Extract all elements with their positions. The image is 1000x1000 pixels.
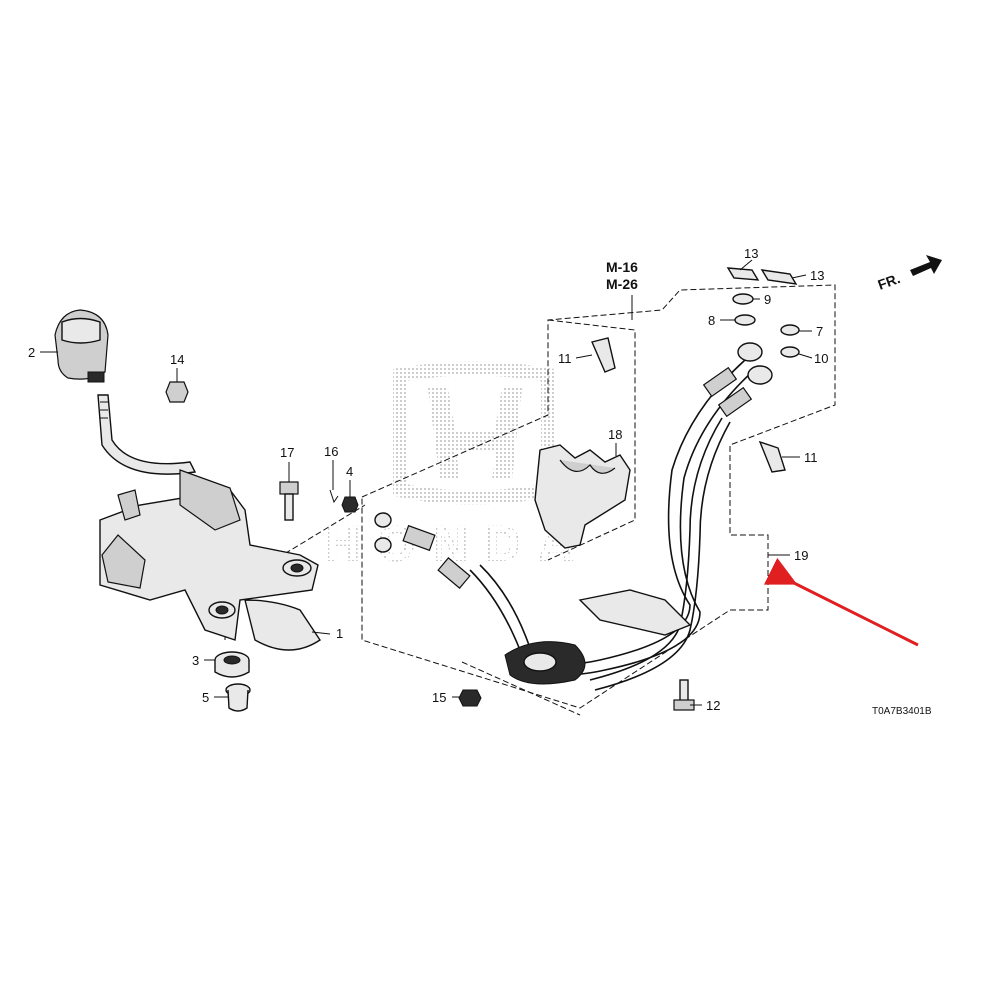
- leader-lines: [40, 259, 813, 706]
- callout-8: 8: [708, 313, 715, 328]
- collar-5: [225, 683, 251, 712]
- bolt-17: [279, 481, 299, 521]
- callout-9: 9: [764, 292, 771, 307]
- callout-18: 18: [608, 427, 622, 442]
- red-pointer-arrow-icon: [763, 557, 919, 647]
- assembly-outline-cable: [361, 284, 836, 716]
- front-direction-arrow-icon: [910, 255, 942, 276]
- callout-16: 16: [324, 444, 338, 459]
- washer-9: [732, 293, 754, 305]
- clip-11-right: [758, 440, 786, 473]
- callout-17: 17: [280, 445, 294, 460]
- nut-14: [165, 381, 189, 403]
- washer-8: [734, 314, 756, 326]
- callout-labels: 1 2 3 4 5 7 8 9 10 11 11 12 13 13 14 15 …: [28, 246, 828, 713]
- bracket-18: [534, 444, 631, 549]
- callout-14: 14: [170, 352, 184, 367]
- m-ref-26: M-26: [606, 276, 638, 292]
- washer-10: [780, 346, 800, 358]
- shift-lever-housing: [99, 469, 321, 651]
- nut-4: [341, 496, 359, 513]
- washer-7: [780, 324, 800, 336]
- shift-knob: [54, 309, 109, 383]
- callout-13-a: 13: [744, 246, 758, 261]
- clip-13-a: [726, 267, 760, 281]
- callout-15: 15: [432, 690, 446, 705]
- shift-lever: [97, 394, 197, 475]
- callout-10: 10: [814, 351, 828, 366]
- callout-7: 7: [816, 324, 823, 339]
- callout-12: 12: [706, 698, 720, 713]
- callout-11-upper: 11: [558, 351, 572, 366]
- m-ref-16: M-16: [606, 259, 638, 275]
- diagram-reference-code: T0A7B3401B: [872, 706, 932, 717]
- callout-4: 4: [346, 464, 353, 479]
- bushing-3: [214, 651, 250, 678]
- clip-13-b: [760, 269, 798, 285]
- callout-5: 5: [202, 690, 209, 705]
- section-references: M-16 M-26: [606, 259, 638, 292]
- callout-2: 2: [28, 345, 35, 360]
- callout-3: 3: [192, 653, 199, 668]
- callout-19: 19: [794, 548, 808, 563]
- clip-16: [329, 489, 339, 504]
- callout-11-right: 11: [804, 450, 818, 465]
- shift-cable-assembly: [374, 342, 773, 691]
- clip-11-upper: [591, 337, 616, 373]
- callout-1: 1: [336, 626, 343, 641]
- callout-13-b: 13: [810, 268, 824, 283]
- front-label: FR.: [876, 270, 903, 293]
- front-direction-marker: FR.: [876, 255, 942, 293]
- nut-15: [458, 689, 482, 707]
